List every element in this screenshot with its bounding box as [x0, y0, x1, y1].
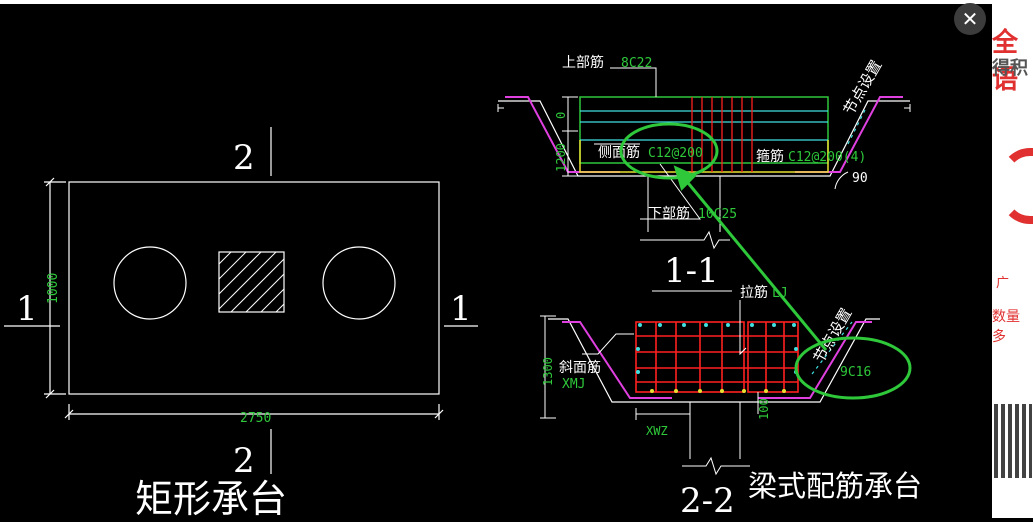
- plan-title: 矩形承台: [135, 477, 287, 521]
- angle-label: 90: [852, 171, 868, 186]
- column-hatched: [218, 251, 285, 313]
- slope-bar-2-right: [758, 321, 872, 399]
- pile-left: [113, 246, 187, 320]
- ad-logo: [1000, 148, 1033, 224]
- close-icon: ✕: [961, 7, 979, 31]
- cap-outline: [68, 181, 440, 395]
- top-bar-box: [579, 96, 829, 164]
- slant-bar-spec: XMJ: [562, 377, 585, 392]
- plan-view: [4, 127, 478, 474]
- section-label-right: 1: [450, 289, 472, 329]
- section-2-2-label: 2-2: [680, 481, 735, 521]
- ad-text-4: 数量多: [992, 309, 1020, 345]
- stirrup-label: 箍筋: [756, 148, 784, 165]
- annotation-arrowhead: [673, 165, 697, 191]
- qr-code: [994, 404, 1032, 478]
- dim-xwz-label: XWZ: [646, 424, 668, 438]
- annotation-overlay: [619, 122, 912, 400]
- dim-1200-label: 1200: [554, 143, 568, 172]
- ad-sidebar[interactable]: 全语 得积 广 数量多: [992, 0, 1033, 518]
- bottom-bar-label: 下部筋: [648, 205, 690, 222]
- dim-width-label: 2750: [240, 411, 271, 426]
- beam-cap-caption: 梁式配筋承台: [748, 469, 922, 503]
- top-bar-label: 上部筋: [562, 54, 604, 71]
- section-1-1-label: 1-1: [664, 251, 719, 291]
- column-hatching: [218, 251, 285, 313]
- highlight-ellipse-side-bar: [619, 122, 719, 180]
- annotation-arrow-line: [682, 177, 828, 351]
- ad-text-1: 全语: [992, 28, 1019, 95]
- cad-drawing: 2 2 1 1 2750 1000 矩形承台: [4, 54, 922, 521]
- ad-text-3: 广: [996, 276, 1010, 291]
- stirrup-spec: C12@200(4): [788, 150, 866, 165]
- slope-bar-2-left: [562, 321, 672, 399]
- dim-0-label: 0: [554, 112, 568, 119]
- section-1-1-drawing: [497, 67, 911, 250]
- slant-bar-label: 斜面筋: [559, 359, 601, 376]
- ad-text-2: 得积: [992, 58, 1028, 79]
- corner-bar-spec: 9C16: [840, 365, 871, 380]
- tie-bar-label: 拉筋: [740, 284, 768, 301]
- section-2-2-drawing: [540, 300, 880, 476]
- highlight-ellipse-corner-bar: [794, 336, 912, 400]
- dim-height-label: 1000: [46, 273, 61, 304]
- drawing-viewer: 2 2 1 1 2750 1000 矩形承台: [0, 0, 992, 521]
- section-label-top: 2: [233, 138, 255, 178]
- side-bar-spec: C12@200: [648, 146, 703, 161]
- top-bar-spec: 8C22: [621, 56, 652, 71]
- section-label-left: 1: [16, 289, 38, 329]
- bottom-bar-spec: 10C25: [698, 207, 737, 222]
- section-label-bottom: 2: [233, 441, 255, 481]
- node-setting-1-label: 节点设置: [840, 57, 886, 118]
- close-button[interactable]: ✕: [954, 3, 986, 35]
- side-bar-label: 侧面筋: [598, 144, 640, 161]
- pile-right: [322, 246, 396, 320]
- dim-100-label: 100: [757, 398, 771, 420]
- dim-1300-label: 1300: [541, 357, 555, 386]
